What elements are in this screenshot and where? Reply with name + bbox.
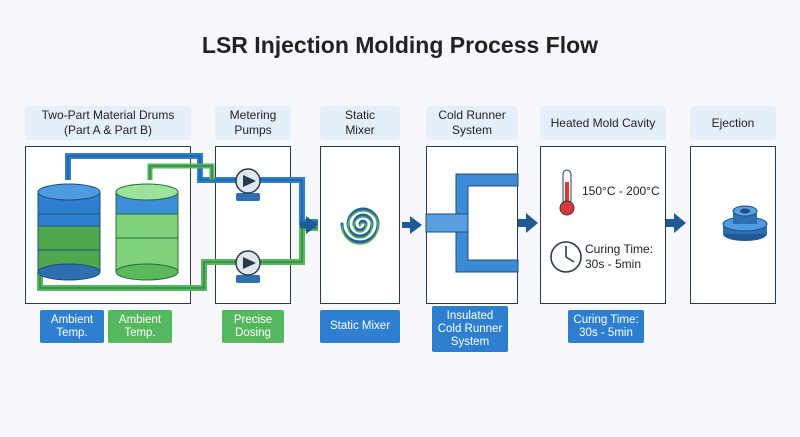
- molded-part-icon: [722, 205, 768, 241]
- arrow-runner-to-mold-icon: [518, 213, 538, 233]
- stage-header-drums: Two-Part Material Drums (Part A & Part B…: [25, 106, 191, 140]
- drum-part-b-icon: [115, 183, 179, 281]
- cold-runner-icon: [425, 173, 519, 273]
- clock-icon: [550, 241, 582, 273]
- static-mixer-icon: [340, 207, 380, 245]
- flow-arrows: [300, 213, 686, 234]
- badge-static-mixer: Static Mixer: [320, 310, 400, 343]
- mold-temperature-label: 150°C - 200°C: [582, 184, 660, 198]
- pump-b-icon: [235, 250, 261, 283]
- stage-header-mold: Heated Mold Cavity: [540, 106, 666, 140]
- arrow-pumps-to-mixer-icon: [300, 216, 318, 234]
- pump-a-icon: [235, 168, 261, 201]
- stage-box-mold: [540, 146, 666, 304]
- stage-header-pumps: Metering Pumps: [215, 106, 291, 140]
- stage-header-runner: Cold Runner System: [426, 106, 518, 140]
- drum-part-a-icon: [37, 183, 101, 281]
- stage-header-mixer: Static Mixer: [320, 106, 400, 140]
- badge-precise-dosing: Precise Dosing: [222, 310, 284, 343]
- badge-ambient-temp-b: Ambient Temp.: [108, 310, 172, 343]
- arrow-mixer-to-runner-icon: [402, 216, 422, 234]
- badge-curing-time: Curing Time: 30s - 5min: [568, 310, 644, 343]
- badge-insulated-cold-runner: Insulated Cold Runner System: [432, 306, 508, 352]
- badge-ambient-temp-a: Ambient Temp.: [40, 310, 104, 343]
- mold-curing-time-label: Curing Time: 30s - 5min: [585, 242, 654, 271]
- thermometer-icon: [559, 169, 575, 216]
- page-title: LSR Injection Molding Process Flow: [201, 32, 599, 58]
- arrow-mold-to-ejection-icon: [666, 213, 686, 233]
- stage-header-ejection: Ejection: [690, 106, 776, 140]
